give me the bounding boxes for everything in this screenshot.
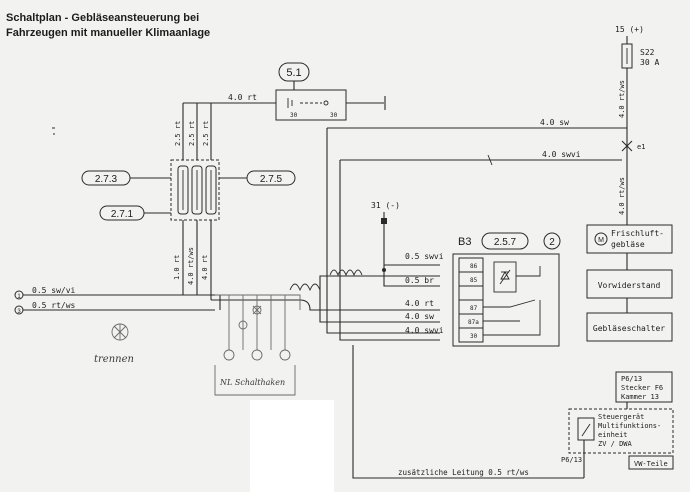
input-wire-label-rt-ws: 0.5 rt/ws [32, 301, 76, 310]
supply-wire-label-top: 4.0 rt/ws [618, 80, 626, 118]
series-resistor-box [586, 269, 673, 299]
terminal-30-b: 30 [330, 112, 338, 119]
relay-b3-box [452, 253, 560, 347]
redaction-block [250, 400, 334, 492]
ref-5-1-label: 5.1 [286, 67, 301, 79]
control-unit-label-2: Multifunktions- [598, 422, 661, 430]
control-unit-label-3: einheit [598, 431, 628, 439]
series-resistor-label: Vorwiderstand [598, 281, 661, 290]
connector-1-label: 1 [17, 294, 21, 300]
pin-86: 86 [470, 263, 478, 270]
fuse-block [170, 159, 220, 221]
extra-wire-label: zusätzliche Leitung 0.5 rt/ws [398, 468, 529, 477]
blower-switch-label: Gebläseschalter [593, 324, 665, 333]
supply-15-label: 15 (+) [615, 25, 644, 34]
blower-label-1: Frischluft- [611, 229, 664, 238]
blower-motor-icon [594, 232, 608, 246]
relay-wire-4-0-swvi: 4.0 swvi [405, 326, 444, 335]
ref-2-7-1-label: 2.7.1 [111, 209, 134, 220]
relay-coil [493, 261, 517, 293]
connector-note-1: P6/13 [621, 375, 642, 383]
svg-text:M: M [598, 237, 604, 244]
control-unit-switch [577, 417, 595, 441]
title-line-1: Schaltplan - Gebläseansteuerung bei [6, 12, 199, 24]
control-unit-label-1: Steuergerät [598, 413, 644, 421]
wire-label-4-0-rt-ws: 4.0 rt/ws [187, 247, 195, 285]
connector-note-3: Kammer 13 [621, 393, 659, 401]
connector-note-2: Stecker F6 [621, 384, 663, 392]
vw-parts-box [628, 455, 674, 470]
control-unit-box [568, 408, 674, 454]
relay-wire-4-0-rt: 4.0 rt [405, 299, 434, 308]
pin-85: 85 [470, 277, 478, 284]
fuse-s22-name: S22 [640, 48, 655, 57]
relay-name: B3 [458, 236, 471, 248]
connector-3-label: 3 [17, 309, 21, 315]
connector-note-box [615, 371, 673, 403]
blower-switch-box [586, 312, 673, 342]
input-wire-label-sw-vi: 0.5 sw/vi [32, 286, 76, 295]
fuse-3 [205, 165, 217, 215]
node-e1-label: e1 [637, 143, 645, 151]
wire-label-4-0-rt: 4.0 rt [201, 255, 209, 280]
ref-badge-2 [543, 232, 561, 250]
relay-diode-icon [500, 271, 510, 280]
terminal-30-a: 30 [290, 112, 298, 119]
title-line-2: Fahrzeugen mit manueller Klimaanlage [6, 27, 210, 39]
fuse-wire-label-2: 2.5 rt [188, 121, 196, 146]
pin-30: 30 [470, 333, 478, 340]
handwritten-trennen: trennen [94, 354, 134, 365]
ref-2-label: 2 [549, 237, 555, 248]
fuse-1 [177, 165, 189, 215]
wire-label-4-0-rt-top: 4.0 rt [228, 93, 257, 102]
control-unit-label-4: ZV / DWA [598, 440, 633, 448]
fresh-air-blower-box [586, 224, 673, 254]
fuse-wire-label-1: 2.5 rt [174, 121, 182, 146]
ground-terminal [381, 218, 387, 224]
ground-31-label: 31 (-) [371, 201, 400, 210]
handwritten-switch-outline [214, 365, 296, 396]
pin-87: 87 [470, 305, 478, 312]
fuse-s22-amperage: 30 A [640, 58, 659, 67]
relay-wire-0-5-swvi: 0.5 swvi [405, 252, 444, 261]
wire-label-1-0-rt: 1.0 rt [173, 255, 181, 280]
handwritten-nl-schalter: NL Schalthaken [219, 378, 285, 387]
ref-2-7-3-label: 2.7.3 [95, 174, 118, 185]
wire-label-4-0-swvi: 4.0 swvi [542, 150, 581, 159]
terminal-block-5-1 [275, 89, 347, 121]
supply-wire-label-mid: 4.0 rt/ws [618, 177, 626, 215]
fuse-2 [191, 165, 203, 215]
wire-label-4-0-sw: 4.0 sw [540, 118, 569, 127]
ref-2-7-5-label: 2.7.5 [260, 174, 283, 185]
fuse-wire-label-3: 2.5 rt [202, 121, 210, 146]
blower-label-2: gebläse [611, 240, 645, 249]
ref-badge-2-5-7 [481, 232, 529, 250]
ref-2-5-7-label: 2.5.7 [494, 237, 517, 248]
pin-p6-13: P6/13 [561, 456, 582, 464]
relay-wire-0-5-br: 0.5 br [405, 276, 434, 285]
pin-87a: 87a [468, 319, 479, 326]
vw-parts-label: VW-Teile [634, 460, 668, 468]
relay-wire-4-0-sw: 4.0 sw [405, 312, 434, 321]
